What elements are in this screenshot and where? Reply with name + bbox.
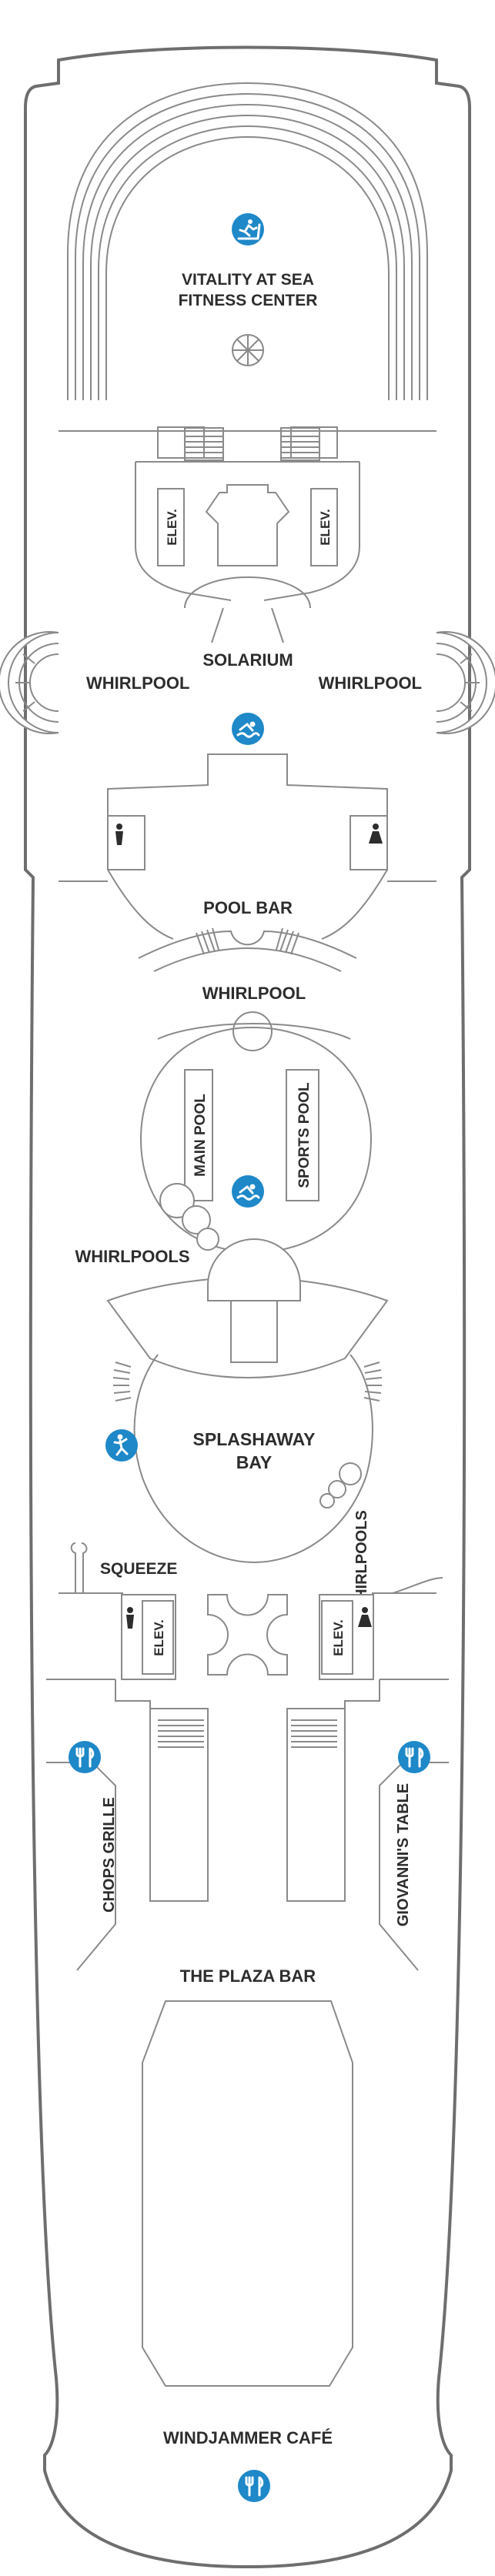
- fitness-center-label-line2: FITNESS CENTER: [179, 292, 318, 309]
- aft-stairs: [149, 1708, 346, 1902]
- squeeze-label: SQUEEZE: [100, 1560, 177, 1578]
- whirlpool-small: [182, 1205, 211, 1235]
- whirlpool-small: [319, 1493, 335, 1509]
- restroom-icon: [369, 824, 383, 844]
- whirlpool-small: [159, 1183, 195, 1218]
- whirlpool-small: [196, 1228, 219, 1251]
- restroom-icon: [358, 1607, 372, 1627]
- giovannis-table-label: GIOVANNI'S TABLE: [395, 1783, 412, 1926]
- chops-grille-label: CHOPS GRILLE: [101, 1797, 118, 1913]
- forward-stairs-block: [135, 426, 360, 601]
- pool-bar-counter: [107, 816, 388, 940]
- pool-deck-outline: [107, 753, 388, 816]
- fitness-center-label-line1: VITALITY AT SEA: [182, 271, 314, 289]
- whirlpool-small: [339, 1462, 362, 1485]
- stairs-splashaway-starboard: [363, 1362, 383, 1402]
- sports-pool: [286, 1069, 319, 1201]
- pool-bar-arc: [138, 930, 357, 959]
- windjammer-outline: [142, 2000, 353, 2387]
- main-pool: [184, 1069, 213, 1201]
- whirlpool-center: [232, 1011, 273, 1051]
- fork-knife-icon: [398, 1741, 430, 1773]
- elevator-label: ELEV.: [165, 509, 179, 546]
- main-pool-label: MAIN POOL: [192, 1094, 209, 1177]
- splashaway-canopy: [106, 1276, 389, 1379]
- whirlpool-small: [328, 1480, 346, 1498]
- splashaway-dome: [207, 1238, 301, 1301]
- elevator-forward-port: ELEV.: [157, 488, 185, 566]
- whirlpool-port: [0, 631, 59, 734]
- fork-knife-icon: [69, 1741, 101, 1773]
- solarium-outline: [184, 576, 311, 609]
- stairs-pool-bar: [196, 927, 299, 955]
- fitness-fan-feature: [232, 334, 264, 366]
- elevator-forward-starboard: ELEV.: [310, 488, 338, 566]
- swimmer-icon: [232, 713, 264, 745]
- solarium-label: SOLARIUM: [202, 650, 293, 670]
- elevator-label: ELEV.: [331, 1619, 346, 1656]
- whirlpools-label-port: WHIRLPOOLS: [75, 1247, 189, 1266]
- stairs-splashaway-port: [112, 1362, 132, 1402]
- elevator-label: ELEV.: [152, 1619, 166, 1656]
- whirlpool-label-center: WHIRLPOOL: [202, 984, 306, 1003]
- splashaway-label-line2: BAY: [236, 1452, 272, 1472]
- whirlpool-label-port: WHIRLPOOL: [86, 673, 189, 693]
- elevator-aft-starboard: ELEV.: [319, 1594, 374, 1680]
- treadmill-icon: [232, 213, 264, 246]
- whirlpools-label-starboard: WHIRLPOOLS: [353, 1510, 370, 1615]
- restroom-icon: [115, 824, 123, 845]
- pool-bar-label: POOL BAR: [203, 898, 293, 917]
- splashaway-label-line1: SPLASHAWAY: [193, 1429, 316, 1449]
- fork-knife-icon: [238, 2470, 270, 2502]
- restroom-icon: [126, 1607, 134, 1629]
- aft-atrium: [207, 1594, 288, 1676]
- atrium-shape: [205, 484, 290, 566]
- fitness-center-area: [59, 82, 436, 432]
- elevator-label: ELEV.: [318, 509, 333, 546]
- sports-pool-label: SPORTS POOL: [296, 1082, 313, 1188]
- windjammer-label: WINDJAMMER CAFÉ: [163, 2428, 333, 2447]
- whirlpool-starboard: [436, 631, 495, 734]
- whirlpool-label-starboard: WHIRLPOOL: [319, 673, 422, 693]
- swimmer-icon: [232, 1175, 264, 1208]
- kids-play-icon: [105, 1429, 138, 1462]
- plaza-bar-label: THE PLAZA BAR: [180, 1966, 316, 1986]
